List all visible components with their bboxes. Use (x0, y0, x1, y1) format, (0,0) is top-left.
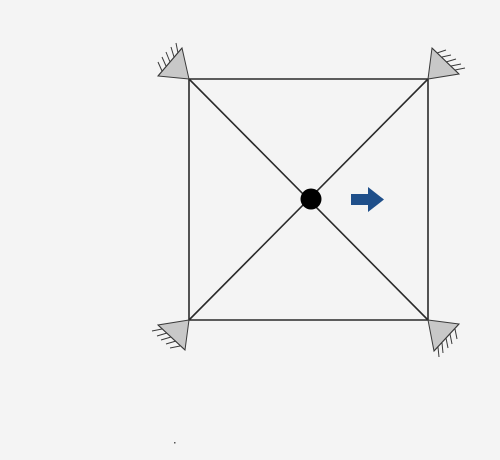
pin-support-icon (156, 319, 190, 352)
ground-hatch-icon (151, 324, 186, 351)
right-arrow-icon (351, 187, 384, 212)
ground-hatch-icon (431, 47, 466, 75)
support-bottom-left (151, 319, 190, 352)
stray-dot (174, 442, 176, 444)
ground-hatch-icon (433, 323, 460, 358)
node-icon (300, 188, 322, 210)
support-top-right (427, 46, 466, 80)
support-bottom-right (427, 319, 461, 358)
pin-support-icon (156, 46, 190, 80)
pin-support-icon (427, 319, 461, 353)
support-top-left (156, 42, 190, 80)
pin-support-icon (427, 46, 461, 80)
ground-hatch-icon (157, 42, 183, 77)
